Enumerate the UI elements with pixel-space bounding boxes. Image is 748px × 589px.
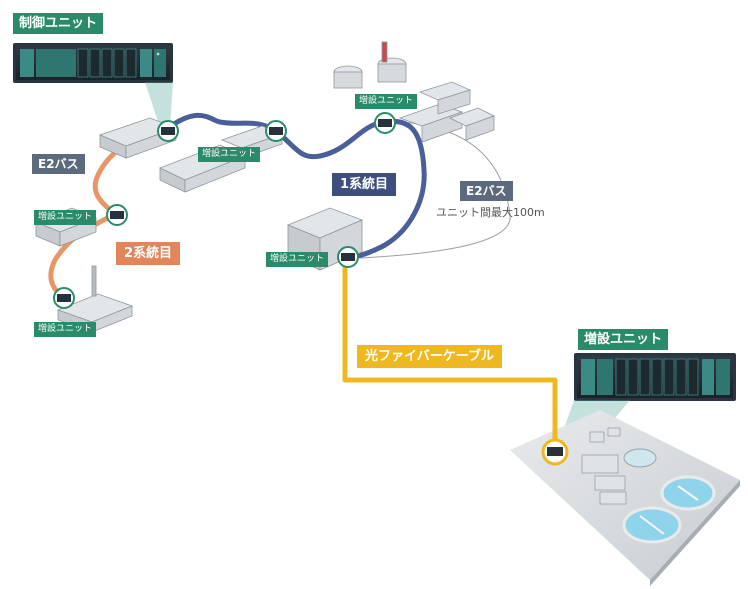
control-unit-title: 制御ユニット: [13, 13, 104, 34]
water-treatment-plant: [510, 410, 740, 586]
control-unit-beam: [145, 82, 173, 128]
expansion-unit-title: 増設ユニット: [578, 329, 669, 350]
expansion-unit-rack: [574, 353, 736, 401]
node-icon: [106, 204, 128, 226]
fiber-cable-label: 光ファイバーケーブル: [357, 345, 502, 368]
expansion-unit-tag: 増設ユニット: [34, 322, 97, 337]
bus-distance-note: ユニット間最大100m: [436, 206, 545, 219]
fiber-optic-cable: [342, 259, 558, 450]
node-icon: [374, 112, 396, 134]
bus-label-right: E2バス: [460, 181, 513, 201]
bus-distance-line: [359, 121, 511, 259]
expansion-unit-tag: 増設ユニット: [266, 252, 329, 267]
system1-cable: [165, 112, 427, 261]
system2-label: 2系統目: [116, 242, 181, 265]
node-icon: [157, 120, 179, 142]
node-icon: [541, 438, 569, 466]
refinery-facility: [333, 41, 496, 143]
bus-label-left: E2バス: [32, 154, 85, 174]
node-icon: [53, 287, 75, 309]
node-icon: [265, 120, 287, 142]
control-unit-rack: [13, 43, 173, 83]
system1-label: 1系統目: [332, 173, 397, 196]
expansion-unit-tag: 増設ユニット: [34, 210, 97, 225]
expansion-unit-tag: 増設ユニット: [355, 94, 418, 109]
node-icon: [337, 246, 359, 268]
expansion-unit-tag: 増設ユニット: [198, 147, 261, 162]
